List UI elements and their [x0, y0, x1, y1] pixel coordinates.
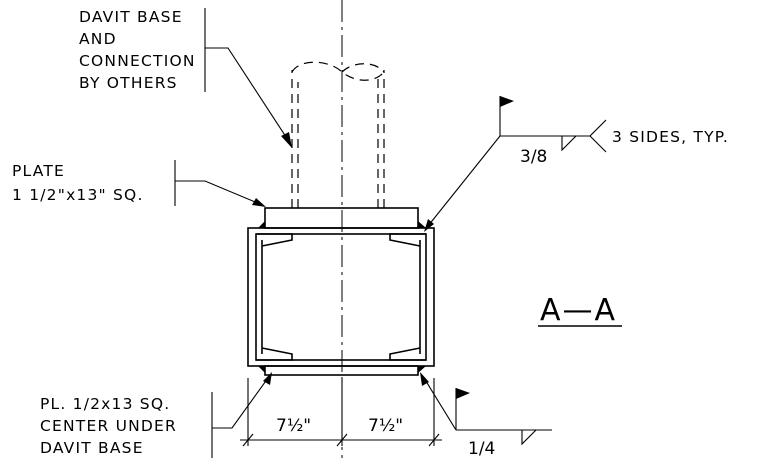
davit-note-line1: DAVIT BASE [79, 8, 183, 26]
plate-note-line2: 1 1/2"x13" SQ. [12, 186, 144, 204]
weld-symbol-bottom: 1/4 [420, 372, 552, 459]
weld-size-bottom: 1/4 [468, 439, 495, 459]
fillet-welds [258, 221, 426, 373]
dim-left: 7½" [276, 416, 311, 436]
davit-note-line3: CONNECTION [79, 52, 196, 70]
weld-note-sides: 3 SIDES, TYP. [612, 128, 729, 146]
davit-note-line4: BY OTHERS [79, 74, 178, 92]
dimension-lines: 7½" 7½" [240, 378, 442, 447]
pl-note-line1: PL. 1/2x13 SQ. [40, 395, 170, 413]
pl-note-line2: CENTER UNDER [40, 417, 177, 435]
davit-pipe-hidden [291, 61, 385, 208]
pl-note-line3: DAVIT BASE [40, 439, 144, 457]
weld-symbol-top: 3/8 3 SIDES, TYP. [424, 96, 729, 232]
plate-note-line1: PLATE [12, 162, 65, 180]
weld-size-top: 3/8 [520, 147, 547, 167]
davit-note: DAVIT BASE AND CONNECTION BY OTHERS [79, 8, 292, 148]
section-label: A—A [540, 293, 617, 328]
tube-section [247, 227, 435, 367]
davit-note-line2: AND [79, 30, 117, 48]
plate-note: PLATE 1 1/2"x13" SQ. [12, 160, 266, 207]
bottom-plate-note: PL. 1/2x13 SQ. CENTER UNDER DAVIT BASE [40, 372, 272, 458]
section-label-group: A—A [538, 293, 622, 328]
dim-right: 7½" [368, 416, 403, 436]
